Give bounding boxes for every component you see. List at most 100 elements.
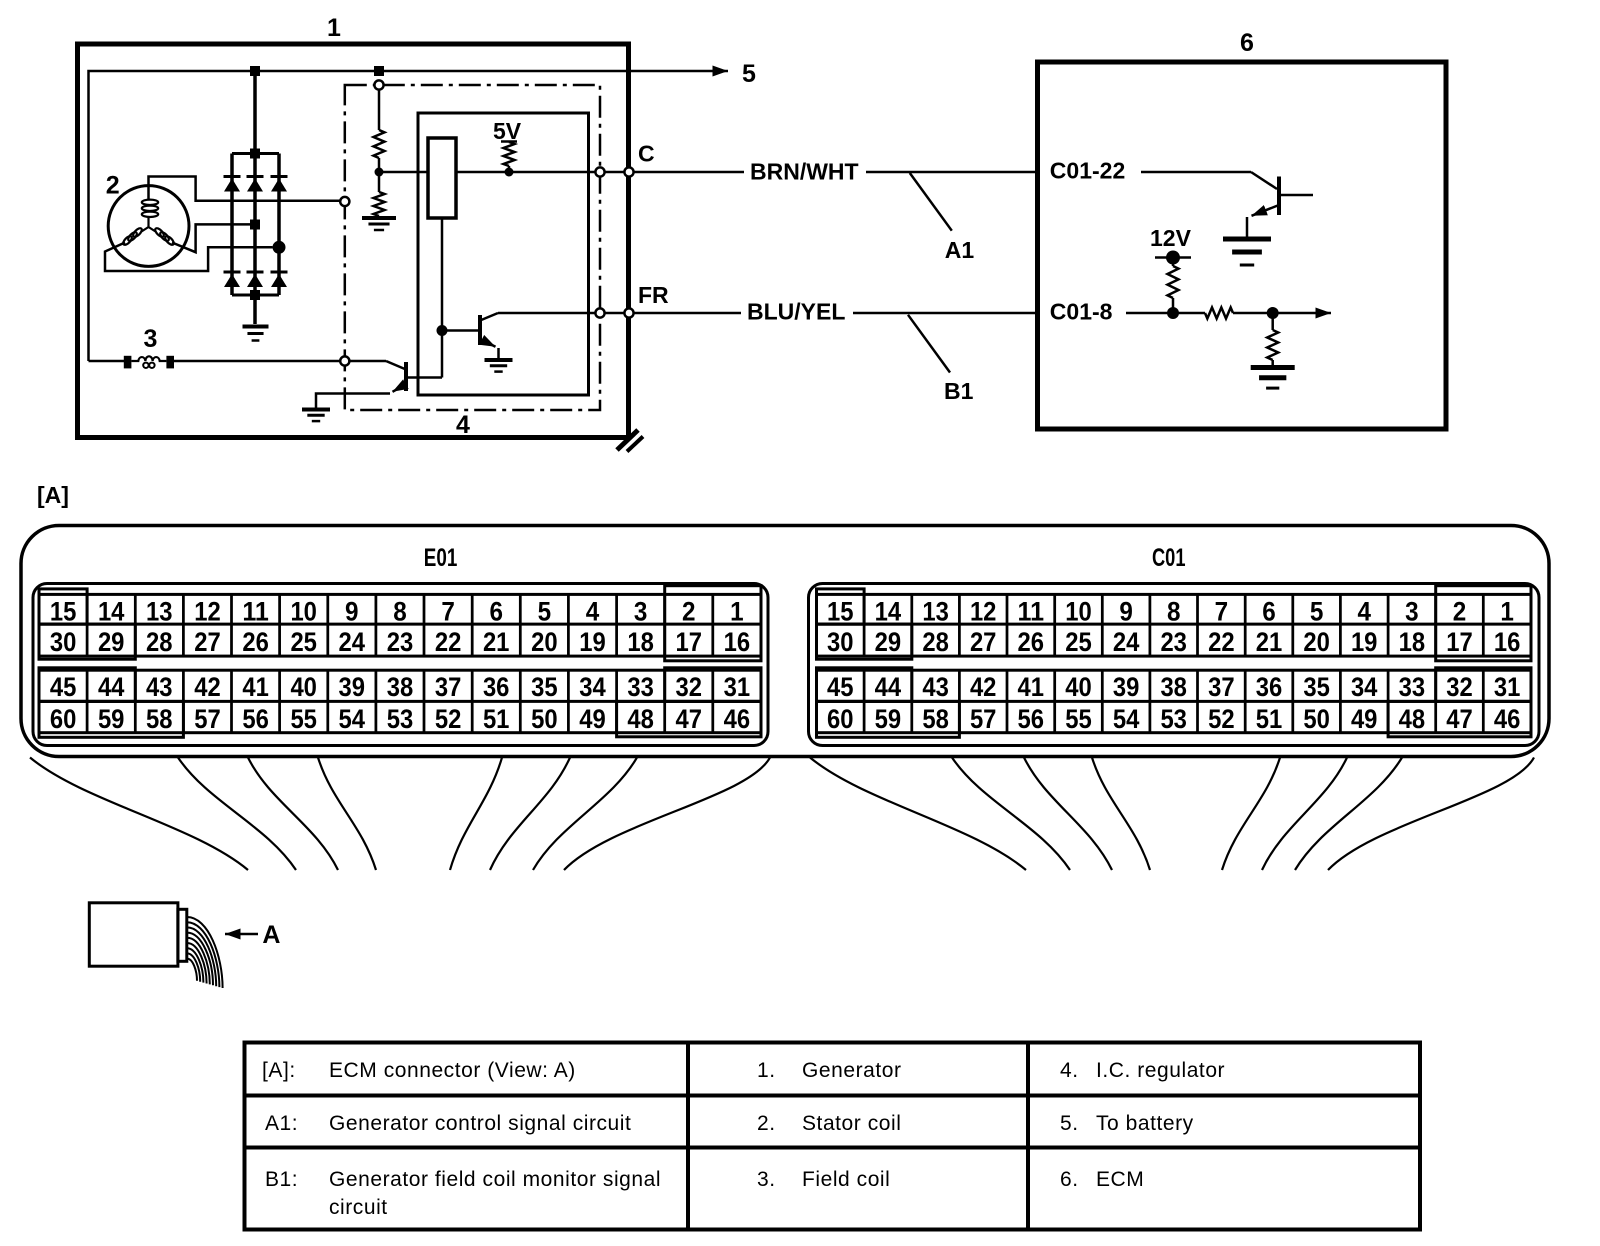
svg-text:26: 26: [242, 627, 269, 657]
svg-text:28: 28: [146, 627, 173, 657]
svg-text:31: 31: [724, 672, 751, 702]
svg-text:42: 42: [970, 672, 997, 702]
svg-text:15: 15: [50, 597, 77, 627]
svg-text:31: 31: [1494, 672, 1521, 702]
svg-text:43: 43: [146, 672, 173, 702]
svg-text:40: 40: [290, 672, 317, 702]
svg-text:47: 47: [676, 704, 703, 734]
svg-text:3: 3: [634, 597, 648, 627]
svg-text:11: 11: [1018, 597, 1045, 627]
svg-text:20: 20: [1303, 627, 1330, 657]
svg-text:53: 53: [1160, 704, 1187, 734]
svg-text:42: 42: [194, 672, 221, 702]
svg-text:B1: B1: [944, 378, 974, 404]
svg-text:50: 50: [1303, 704, 1330, 734]
svg-text:20: 20: [531, 627, 558, 657]
svg-text:51: 51: [1256, 704, 1283, 734]
svg-text:BRN/WHT: BRN/WHT: [750, 159, 859, 185]
svg-text:40: 40: [1065, 672, 1092, 702]
svg-text:FR: FR: [638, 282, 669, 308]
svg-text:E01: E01: [424, 544, 458, 572]
svg-text:24: 24: [339, 627, 366, 657]
svg-text:5: 5: [538, 597, 552, 627]
svg-text:33: 33: [627, 672, 654, 702]
svg-text:21: 21: [1256, 627, 1283, 657]
svg-text:I.C. regulator: I.C. regulator: [1096, 1059, 1225, 1082]
svg-text:3.: 3.: [757, 1168, 776, 1191]
svg-text:39: 39: [339, 672, 366, 702]
svg-text:26: 26: [1018, 627, 1045, 657]
svg-text:55: 55: [1065, 704, 1092, 734]
svg-text:To battery: To battery: [1096, 1112, 1194, 1135]
svg-text:5: 5: [1310, 597, 1324, 627]
svg-text:17: 17: [1446, 627, 1473, 657]
svg-text:48: 48: [1399, 704, 1426, 734]
svg-text:45: 45: [50, 672, 77, 702]
svg-text:29: 29: [98, 627, 125, 657]
svg-text:Generator control signal circu: Generator control signal circuit: [329, 1112, 631, 1135]
svg-text:C01: C01: [1152, 544, 1186, 572]
svg-text:36: 36: [1256, 672, 1283, 702]
svg-text:B1:: B1:: [265, 1168, 298, 1191]
svg-text:2: 2: [106, 172, 120, 200]
svg-text:9: 9: [345, 597, 359, 627]
svg-text:27: 27: [194, 627, 221, 657]
svg-text:8: 8: [1167, 597, 1181, 627]
svg-text:14: 14: [875, 597, 902, 627]
svg-text:58: 58: [922, 704, 949, 734]
svg-text:51: 51: [483, 704, 510, 734]
svg-text:2: 2: [682, 597, 696, 627]
svg-text:55: 55: [290, 704, 317, 734]
svg-text:46: 46: [1494, 704, 1521, 734]
svg-text:27: 27: [970, 627, 997, 657]
svg-text:50: 50: [531, 704, 558, 734]
svg-text:18: 18: [627, 627, 654, 657]
svg-text:37: 37: [435, 672, 462, 702]
svg-text:1: 1: [327, 14, 341, 42]
svg-text:6: 6: [489, 597, 503, 627]
svg-text:32: 32: [676, 672, 703, 702]
svg-text:30: 30: [827, 627, 854, 657]
svg-text:11: 11: [242, 597, 269, 627]
svg-text:6.: 6.: [1060, 1168, 1079, 1191]
svg-text:16: 16: [1494, 627, 1521, 657]
svg-text:[A]: [A]: [37, 482, 69, 508]
svg-text:22: 22: [1208, 627, 1235, 657]
svg-text:39: 39: [1113, 672, 1140, 702]
svg-text:9: 9: [1119, 597, 1133, 627]
svg-text:5V: 5V: [493, 118, 522, 144]
svg-text:52: 52: [435, 704, 462, 734]
svg-text:7: 7: [1215, 597, 1229, 627]
svg-text:59: 59: [875, 704, 902, 734]
svg-text:41: 41: [1018, 672, 1045, 702]
svg-text:41: 41: [242, 672, 269, 702]
svg-text:4: 4: [1357, 597, 1371, 627]
svg-text:2.: 2.: [757, 1112, 776, 1135]
svg-text:25: 25: [1065, 627, 1092, 657]
svg-text:18: 18: [1399, 627, 1426, 657]
svg-text:57: 57: [970, 704, 997, 734]
svg-text:3: 3: [144, 325, 158, 353]
svg-text:59: 59: [98, 704, 125, 734]
svg-text:Generator field coil monitor s: Generator field coil monitor signal: [329, 1168, 661, 1191]
svg-text:60: 60: [50, 704, 77, 734]
svg-text:60: 60: [827, 704, 854, 734]
svg-text:A1:: A1:: [265, 1112, 298, 1135]
svg-text:C01-8: C01-8: [1050, 299, 1113, 325]
svg-text:38: 38: [387, 672, 414, 702]
svg-text:44: 44: [875, 672, 902, 702]
svg-text:7: 7: [441, 597, 455, 627]
svg-text:ECM connector (View: A): ECM connector (View: A): [329, 1059, 576, 1082]
svg-text:53: 53: [387, 704, 414, 734]
svg-text:56: 56: [1018, 704, 1045, 734]
svg-text:34: 34: [1351, 672, 1378, 702]
svg-text:8: 8: [393, 597, 407, 627]
svg-text:5.: 5.: [1060, 1112, 1079, 1135]
svg-text:BLU/YEL: BLU/YEL: [747, 299, 845, 325]
svg-text:6: 6: [1240, 29, 1254, 57]
svg-text:49: 49: [1351, 704, 1378, 734]
svg-text:10: 10: [1065, 597, 1092, 627]
svg-text:circuit: circuit: [329, 1196, 388, 1219]
svg-text:37: 37: [1208, 672, 1235, 702]
svg-text:54: 54: [339, 704, 366, 734]
